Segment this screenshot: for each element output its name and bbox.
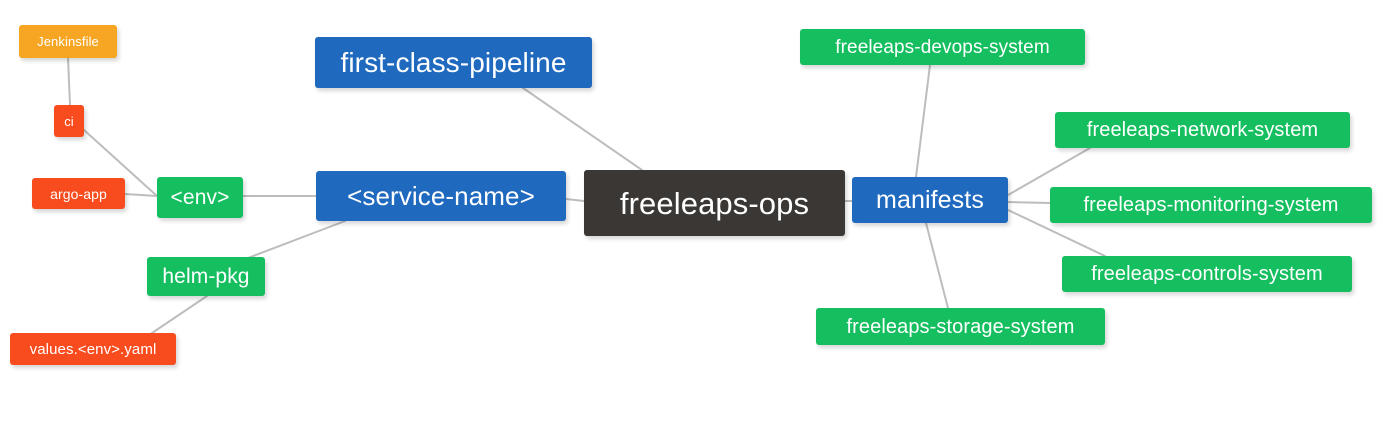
- node-label-values-env-yaml: values.<env>.yaml: [29, 340, 157, 358]
- node-jenkinsfile[interactable]: Jenkinsfile: [19, 25, 117, 58]
- node-ci[interactable]: ci: [54, 105, 84, 137]
- node-label-manifests: manifests: [876, 185, 984, 214]
- node-service-name[interactable]: <service-name>: [316, 171, 566, 221]
- edge-argo-app-to-env: [124, 193, 158, 197]
- node-label-freeleaps-ops: freeleaps-ops: [619, 185, 810, 221]
- edge-jenkinsfile-to-ci: [67, 57, 71, 106]
- node-label-argo-app: argo-app: [50, 185, 107, 202]
- node-label-first-class-pipeline: first-class-pipeline: [340, 46, 567, 78]
- node-label-service-name: <service-name>: [347, 181, 535, 211]
- node-label-helm-pkg: helm-pkg: [162, 265, 250, 288]
- edge-values-env-yaml-to-helm-pkg: [151, 295, 208, 334]
- node-helm-pkg[interactable]: helm-pkg: [147, 257, 265, 296]
- edge-service-name-to-freeleaps-ops: [565, 198, 585, 202]
- node-argo-app[interactable]: argo-app: [32, 178, 125, 209]
- node-freeleaps-ops[interactable]: freeleaps-ops: [584, 170, 845, 236]
- node-label-jenkinsfile: Jenkinsfile: [37, 34, 99, 49]
- node-manifests[interactable]: manifests: [852, 177, 1008, 223]
- node-label-ci: ci: [64, 113, 74, 129]
- node-label-freeleaps-devops-system: freeleaps-devops-system: [835, 36, 1050, 58]
- edge-manifests-to-freeleaps-storage-system: [925, 222, 949, 309]
- node-label-freeleaps-controls-system: freeleaps-controls-system: [1091, 263, 1323, 285]
- node-freeleaps-controls-system[interactable]: freeleaps-controls-system: [1062, 256, 1352, 292]
- node-first-class-pipeline[interactable]: first-class-pipeline: [315, 37, 592, 88]
- node-freeleaps-network-system[interactable]: freeleaps-network-system: [1055, 112, 1350, 148]
- edge-manifests-to-freeleaps-monitoring-system: [1007, 201, 1051, 204]
- node-label-freeleaps-monitoring-system: freeleaps-monitoring-system: [1083, 194, 1339, 216]
- node-freeleaps-devops-system[interactable]: freeleaps-devops-system: [800, 29, 1085, 65]
- node-label-freeleaps-network-system: freeleaps-network-system: [1086, 119, 1319, 141]
- edge-helm-pkg-to-service-name: [247, 220, 346, 259]
- edge-first-class-pipeline-to-freeleaps-ops: [522, 87, 643, 171]
- node-label-freeleaps-storage-system: freeleaps-storage-system: [846, 315, 1075, 338]
- edge-manifests-to-freeleaps-devops-system: [915, 64, 931, 178]
- node-label-env: <env>: [170, 186, 230, 209]
- node-freeleaps-storage-system[interactable]: freeleaps-storage-system: [816, 308, 1105, 345]
- node-env[interactable]: <env>: [157, 177, 243, 218]
- node-freeleaps-monitoring-system[interactable]: freeleaps-monitoring-system: [1050, 187, 1372, 223]
- node-values-env-yaml[interactable]: values.<env>.yaml: [10, 333, 176, 365]
